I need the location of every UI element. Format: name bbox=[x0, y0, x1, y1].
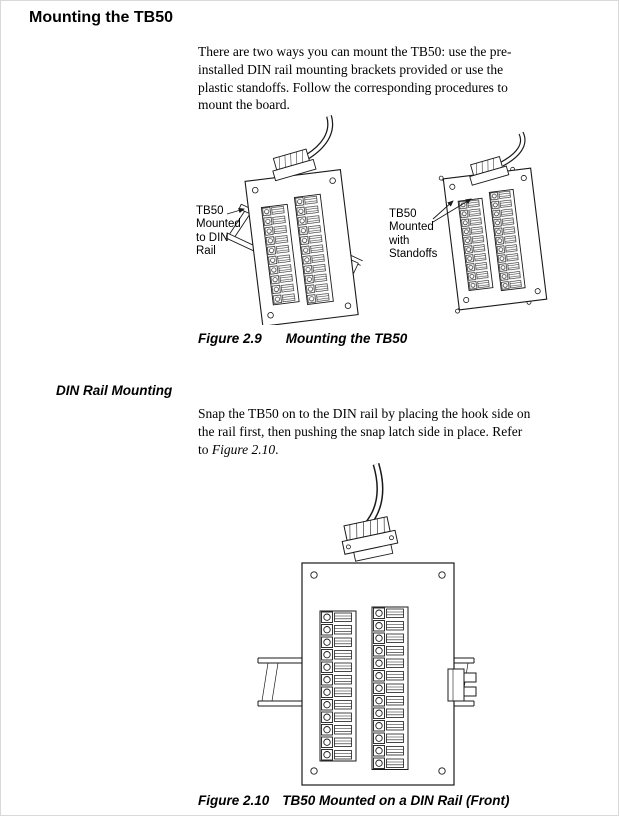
figure-reference: Figure 2.10 bbox=[211, 441, 276, 457]
label-arrow bbox=[432, 200, 454, 220]
connector bbox=[272, 148, 317, 182]
mounting-hole bbox=[438, 571, 446, 579]
figure-2-10-caption-number: Figure 2.10 bbox=[198, 793, 270, 808]
intro-paragraph: There are two ways you can mount the TB5… bbox=[198, 44, 512, 113]
circuit-board bbox=[244, 169, 359, 325]
terminal-block-right bbox=[371, 606, 409, 770]
circuit-board bbox=[438, 166, 548, 314]
label-arrow bbox=[432, 198, 472, 223]
connector-screw bbox=[389, 535, 394, 541]
mounting-hole bbox=[344, 302, 352, 309]
paragraph-text: Snap the TB50 on to the DIN rail by plac… bbox=[198, 406, 531, 457]
mounting-hole bbox=[310, 571, 318, 579]
mounting-hole bbox=[520, 175, 527, 182]
terminal-block-left bbox=[260, 203, 300, 306]
figure-2-9-caption-number: Figure 2.9 bbox=[198, 331, 262, 346]
figure-2-10-drawing bbox=[257, 463, 477, 786]
figure-2-10-caption-title: TB50 Mounted on a DIN Rail (Front) bbox=[282, 793, 510, 808]
section-heading-din-rail-mounting: DIN Rail Mounting bbox=[56, 383, 173, 398]
label-arrow bbox=[226, 207, 245, 215]
figure-2-9-standoffs-drawing bbox=[432, 131, 548, 314]
figure-2-9-caption: Figure 2.9 Mounting the TB50 bbox=[198, 331, 407, 346]
mounting-hole bbox=[329, 177, 336, 184]
mounting-hole bbox=[310, 767, 318, 775]
figure-2-9-caption-title: Mounting the TB50 bbox=[285, 331, 408, 346]
figure-2-9-right-label: TB50 Mounted with Standoffs bbox=[389, 208, 438, 260]
connector bbox=[469, 156, 510, 186]
terminal-block-right bbox=[488, 188, 526, 292]
mounting-hole bbox=[463, 296, 470, 303]
terminal-block-right bbox=[293, 193, 334, 305]
connector-screw bbox=[346, 544, 351, 550]
mounting-hole bbox=[267, 312, 274, 319]
figure-2-9-din-rail-drawing bbox=[226, 115, 363, 325]
figure-2-10-caption: Figure 2.10 TB50 Mounted on a DIN Rail (F… bbox=[198, 793, 510, 808]
circuit-board bbox=[301, 562, 455, 786]
mounting-hole bbox=[438, 767, 446, 775]
connector bbox=[341, 516, 399, 562]
mounting-hole bbox=[252, 186, 259, 194]
paragraph-text: . bbox=[275, 441, 279, 457]
terminal-block-left bbox=[319, 610, 357, 762]
figure-2-9-left-label: TB50 Mounted to DIN Rail bbox=[196, 205, 241, 257]
snap-latch bbox=[447, 668, 477, 702]
din-rail-paragraph: Snap the TB50 on to the DIN rail by plac… bbox=[198, 405, 553, 458]
mounting-hole bbox=[534, 288, 541, 295]
mounting-hole bbox=[449, 183, 456, 190]
page-title: Mounting the TB50 bbox=[29, 9, 173, 26]
